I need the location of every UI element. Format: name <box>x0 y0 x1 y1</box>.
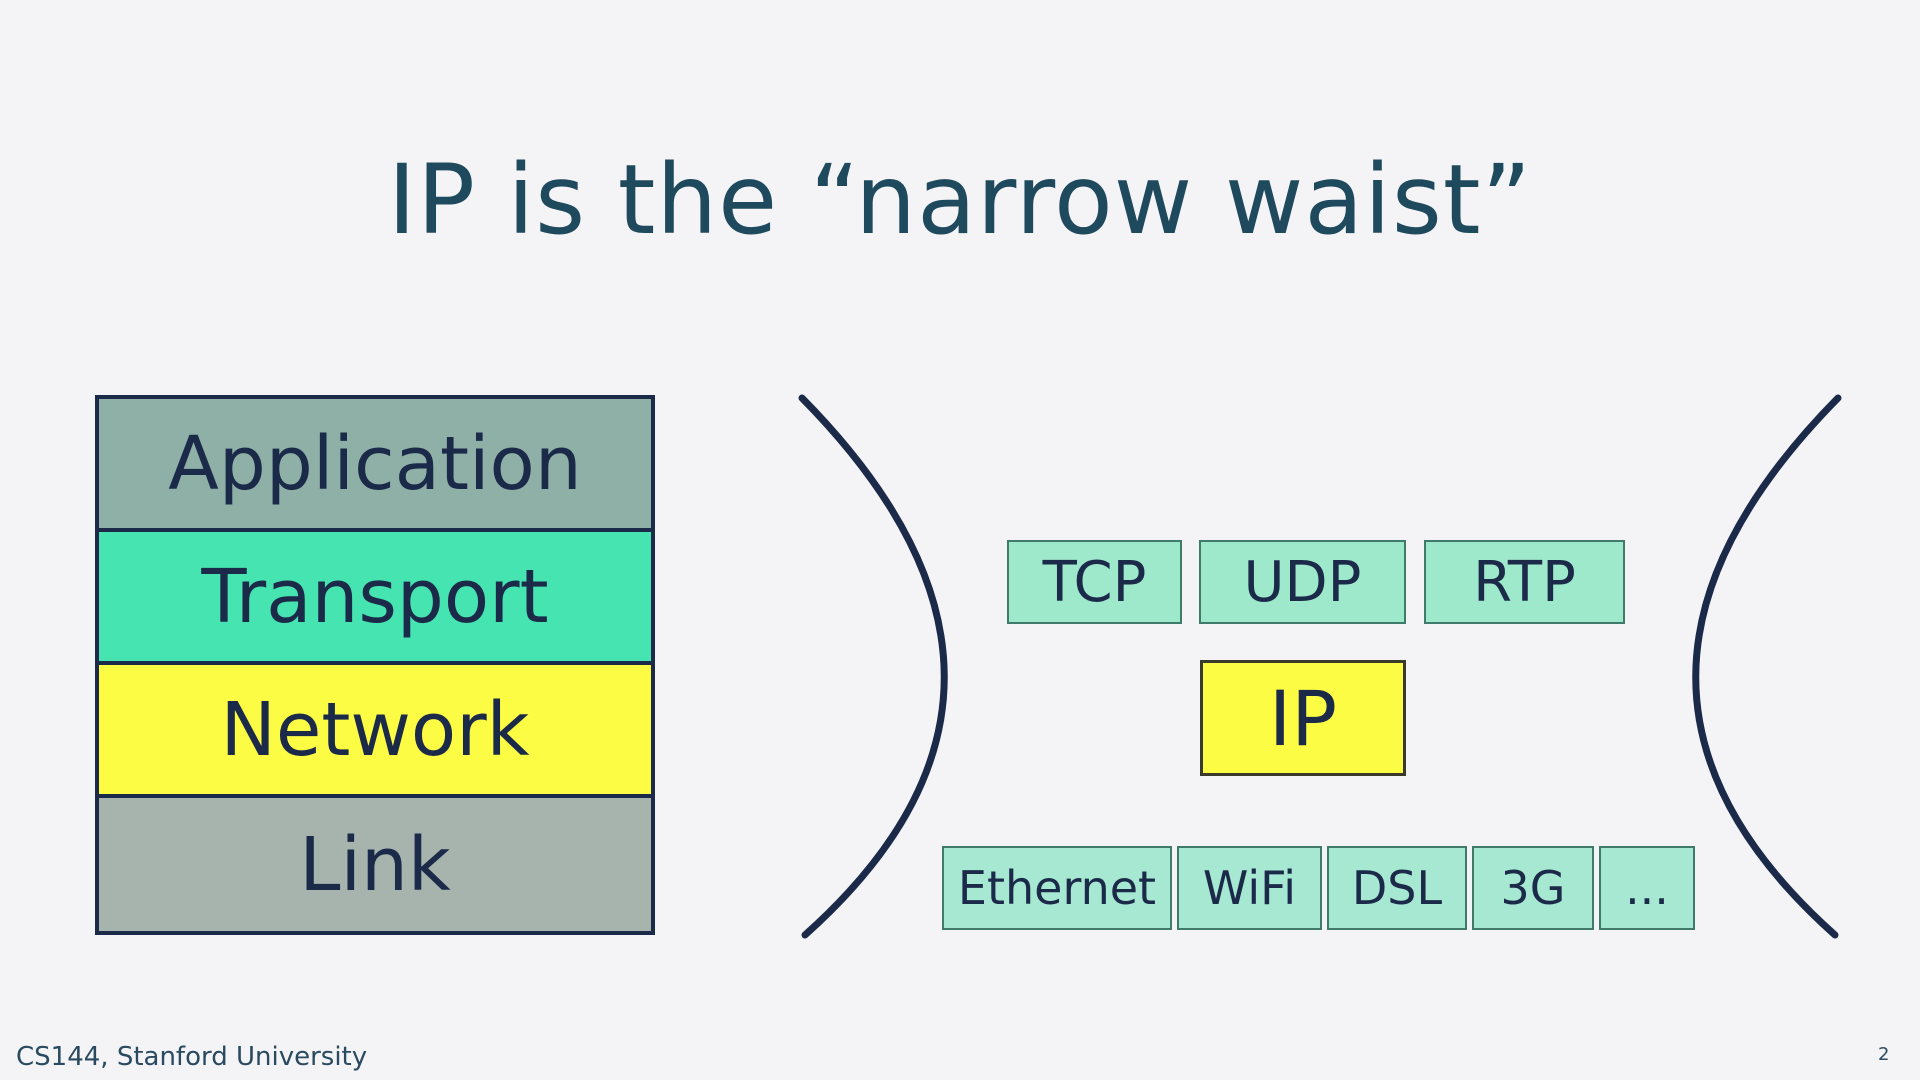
protocol-dsl: DSL <box>1327 846 1467 930</box>
layer-stack: Application Transport Network Link <box>95 395 655 935</box>
protocol-wifi: WiFi <box>1177 846 1322 930</box>
protocol-ethernet: Ethernet <box>942 846 1172 930</box>
protocol-udp: UDP <box>1199 540 1406 624</box>
slide-title: IP is the “narrow waist” <box>387 144 1533 256</box>
footer-text: CS144, Stanford University <box>16 1042 368 1072</box>
protocol-3g: 3G <box>1472 846 1594 930</box>
protocol-rtp: RTP <box>1424 540 1625 624</box>
layer-transport: Transport <box>99 532 651 665</box>
layer-link: Link <box>99 798 651 931</box>
protocol-more: ... <box>1599 846 1695 930</box>
protocol-ip: IP <box>1200 660 1406 776</box>
page-number: 2 <box>1878 1044 1890 1065</box>
hourglass-right-curve <box>1692 394 1842 939</box>
hourglass-left-curve <box>798 394 948 939</box>
protocol-tcp: TCP <box>1007 540 1182 624</box>
layer-network: Network <box>99 665 651 798</box>
layer-application: Application <box>99 399 651 532</box>
